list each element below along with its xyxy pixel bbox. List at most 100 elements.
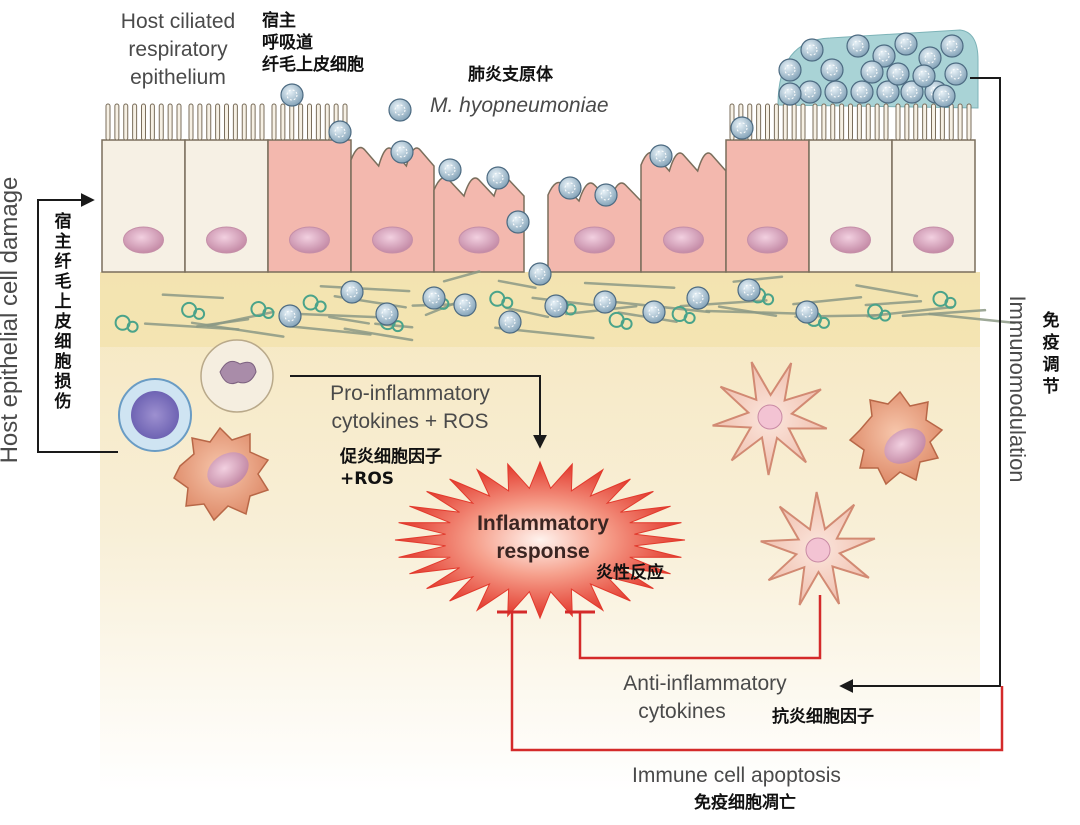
mycoplasma-cell <box>738 279 760 301</box>
pro-inflammatory-label-zh: 促炎细胞因子 +ROS <box>340 446 442 490</box>
cell-nucleus <box>748 227 788 253</box>
epithelial-cell <box>809 104 892 272</box>
mycoplasma-cell <box>913 65 935 87</box>
inflammatory-response-line-1: Inflammatory <box>448 510 638 538</box>
mycoplasma-cell <box>643 301 665 323</box>
mycoplasma-cell <box>650 145 672 167</box>
cell-nucleus <box>207 227 247 253</box>
mycoplasma-cell <box>821 59 843 81</box>
epithelial-cells <box>102 104 975 272</box>
mycoplasma-cell <box>507 211 529 233</box>
mycoplasma-cell <box>941 35 963 57</box>
host-epithelium-zh-2: 呼吸道 <box>262 32 364 54</box>
mycoplasma-cell <box>801 39 823 61</box>
pathogen-label-zh: 肺炎支原体 <box>468 64 553 86</box>
mycoplasma-cell <box>594 291 616 313</box>
immune-apoptosis-label-zh: 免疫细胞凋亡 <box>694 792 796 814</box>
mycoplasma-cell <box>559 177 581 199</box>
cell-nucleus <box>290 227 330 253</box>
host-damage-zh-char-1: 宿 <box>52 212 74 232</box>
lymphocyte <box>119 379 191 451</box>
mycoplasma-cell <box>779 83 801 105</box>
host-epithelium-label-zh: 宿主 呼吸道 纤毛上皮细胞 <box>262 10 364 76</box>
host-damage-label-zh: 宿 主 纤 毛 上 皮 细 胞 损 伤 <box>52 212 74 412</box>
epithelial-cell <box>185 104 268 272</box>
mycoplasma-cell <box>887 63 909 85</box>
epithelial-cell <box>641 153 726 272</box>
mycoplasma-cell <box>423 287 445 309</box>
pathogen-label-en: M. hyopneumoniae <box>430 92 609 120</box>
host-epithelium-zh-1: 宿主 <box>262 10 364 32</box>
cell-nucleus <box>914 227 954 253</box>
immunomodulation-zh-char-4: 节 <box>1040 376 1062 398</box>
host-damage-zh-char-3: 纤 <box>52 252 74 272</box>
mycoplasma-cell <box>391 141 413 163</box>
mycoplasma-cell <box>454 294 476 316</box>
immune-apoptosis-label-en: Immune cell apoptosis <box>632 762 841 790</box>
mycoplasma-cell <box>499 311 521 333</box>
neutrophil <box>201 340 273 412</box>
mycoplasma-cell <box>799 81 821 103</box>
host-damage-zh-char-9: 损 <box>52 372 74 392</box>
mycoplasma-cell <box>945 63 967 85</box>
host-damage-zh-char-4: 毛 <box>52 272 74 292</box>
cell-nucleus <box>575 227 615 253</box>
pro-inflammatory-line-2: cytokines + ROS <box>300 408 520 436</box>
immunomodulation-zh-char-1: 免 <box>1040 310 1062 332</box>
cell-nucleus <box>459 227 499 253</box>
epithelial-cell <box>102 104 185 272</box>
mycoplasma-cell <box>439 159 461 181</box>
mycoplasma-cell <box>933 85 955 107</box>
immunomodulation-label-en: Immunomodulation <box>1003 289 1031 489</box>
host-damage-zh-char-8: 胞 <box>52 352 74 372</box>
mycoplasma-cell <box>329 121 351 143</box>
mycoplasma-cell <box>779 59 801 81</box>
mycoplasma-cell <box>279 305 301 327</box>
pro-inflammatory-zh-2: +ROS <box>340 468 442 490</box>
mycoplasma-cell <box>595 184 617 206</box>
pro-inflammatory-zh-1: 促炎细胞因子 <box>340 446 442 468</box>
immunomodulation-label-zh: 免 疫 调 节 <box>1040 310 1062 398</box>
epithelial-cell <box>892 104 975 272</box>
mycoplasma-cell <box>861 61 883 83</box>
inflammatory-response-label-zh: 炎性反应 <box>596 562 664 584</box>
host-damage-zh-char-5: 上 <box>52 292 74 312</box>
mycoplasma-cell <box>487 167 509 189</box>
host-epithelium-line-2: respiratory <box>98 36 258 64</box>
mycoplasma-cell <box>389 99 411 121</box>
mycoplasma-cell <box>341 281 363 303</box>
mycoplasma-cell <box>687 287 709 309</box>
inflammatory-response-label-en: Inflammatory response <box>448 510 638 566</box>
anti-inflammatory-label-zh: 抗炎细胞因子 <box>772 706 874 728</box>
cell-nucleus <box>124 227 164 253</box>
mycoplasma-cell <box>545 295 567 317</box>
epithelial-cell <box>351 148 434 272</box>
host-epithelium-zh-3: 纤毛上皮细胞 <box>262 54 364 76</box>
mycoplasma-cell <box>796 301 818 323</box>
immunomodulation-zh-char-3: 调 <box>1040 354 1062 376</box>
mycoplasma-cell <box>376 303 398 325</box>
mycoplasma-cell <box>847 35 869 57</box>
cell-nucleus <box>831 227 871 253</box>
immunomodulation-zh-char-2: 疫 <box>1040 332 1062 354</box>
host-damage-zh-char-7: 细 <box>52 332 74 352</box>
mycoplasma-cell <box>529 263 551 285</box>
cell-nucleus <box>373 227 413 253</box>
host-damage-zh-char-2: 主 <box>52 232 74 252</box>
mycoplasma-cell <box>731 117 753 139</box>
mycoplasma-cell <box>851 81 873 103</box>
host-damage-zh-char-10: 伤 <box>52 392 74 412</box>
host-epithelium-line-3: epithelium <box>98 64 258 92</box>
host-damage-label-en: Host epithelial cell damage <box>0 150 24 490</box>
anti-inflammatory-line-1: Anti-inflammatory <box>590 670 820 698</box>
cell-nucleus <box>664 227 704 253</box>
pro-inflammatory-label-en: Pro-inflammatory cytokines + ROS <box>300 380 520 436</box>
mycoplasma-cell <box>281 84 303 106</box>
mycoplasma-cell <box>825 81 847 103</box>
pro-inflammatory-line-1: Pro-inflammatory <box>300 380 520 408</box>
host-epithelium-line-1: Host ciliated <box>98 8 258 36</box>
mycoplasma-cell <box>895 33 917 55</box>
host-damage-zh-char-6: 皮 <box>52 312 74 332</box>
host-epithelium-label-en: Host ciliated respiratory epithelium <box>98 8 258 92</box>
